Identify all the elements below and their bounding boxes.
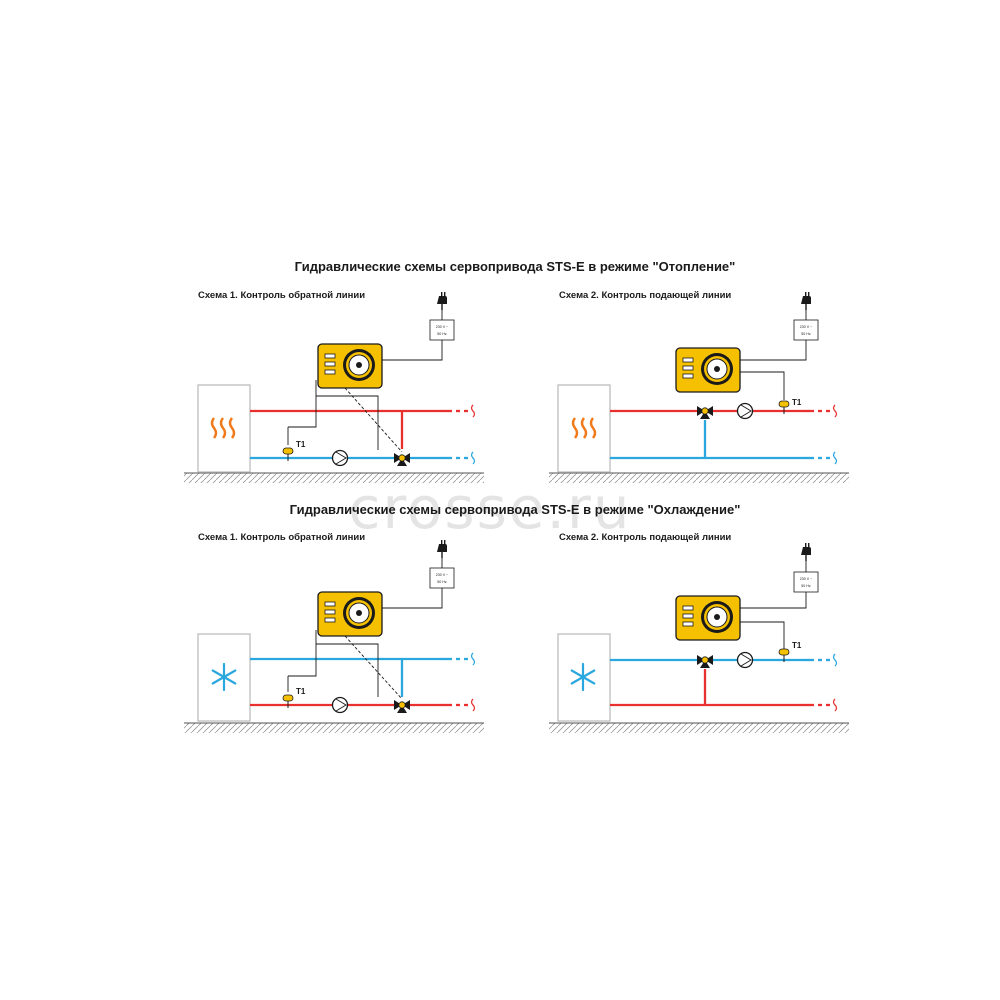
power-frequency: 50 Hz [801,332,811,336]
sensor-label: T1 [296,687,306,696]
scheme-label-heating-1: Схема 1. Контроль обратной линии [198,290,365,301]
scheme-heating-supply-control: T1 230 V ~ 50 Hz [549,291,849,483]
actuator-icon [317,591,383,637]
power-frequency: 50 Hz [437,332,447,336]
power-plug-icon [800,291,812,311]
section-title-heating: Гидравлические схемы сервопривода STS-E … [295,259,736,274]
three-way-valve-icon [696,654,714,669]
floor [184,473,484,483]
sensor-label: T1 [792,398,802,407]
actuator-icon [317,343,383,389]
pump-icon [736,651,754,669]
power-voltage: 230 V ~ [800,325,813,329]
power-voltage: 230 V ~ [436,325,449,329]
power-voltage: 230 V ~ [436,573,449,577]
floor [549,723,849,733]
power-label-box [429,567,455,589]
heat-waves-icon [210,417,236,439]
scheme-cooling-supply-control: T1 230 V ~ 50 Hz [549,542,849,733]
heat-waves-icon [571,417,597,439]
scheme-label-heating-2: Схема 2. Контроль подающей линии [559,290,731,301]
power-plug-icon [436,291,448,311]
scheme-label-cooling-1: Схема 1. Контроль обратной линии [198,532,365,543]
power-frequency: 50 Hz [437,580,447,584]
scheme-label-cooling-2: Схема 2. Контроль подающей линии [559,532,731,543]
pump-icon [736,402,754,420]
scheme-heating-return-control: T1 230 V ~ 50 Hz [184,291,484,483]
power-label-box [793,319,819,341]
power-label-box [793,571,819,593]
power-voltage: 230 V ~ [800,577,813,581]
pump-icon [331,449,349,467]
sensor-label: T1 [792,641,802,650]
pump-icon [331,696,349,714]
power-plug-icon [436,539,448,559]
actuator-icon [675,595,741,641]
three-way-valve-icon [393,452,411,467]
snowflake-icon [570,662,596,692]
power-plug-icon [800,542,812,562]
actuator-icon [675,347,741,393]
sensor-label: T1 [296,440,306,449]
three-way-valve-icon [393,699,411,714]
three-way-valve-icon [696,405,714,420]
floor [549,473,849,483]
section-title-cooling: Гидравлические схемы сервопривода STS-E … [290,502,741,517]
power-label-box [429,319,455,341]
snowflake-icon [211,662,237,692]
power-frequency: 50 Hz [801,584,811,588]
floor [184,723,484,733]
scheme-cooling-return-control: T1 230 V ~ 50 Hz [184,539,484,733]
watermark: crosse.ru [348,474,631,542]
boiler-unit [197,384,251,473]
